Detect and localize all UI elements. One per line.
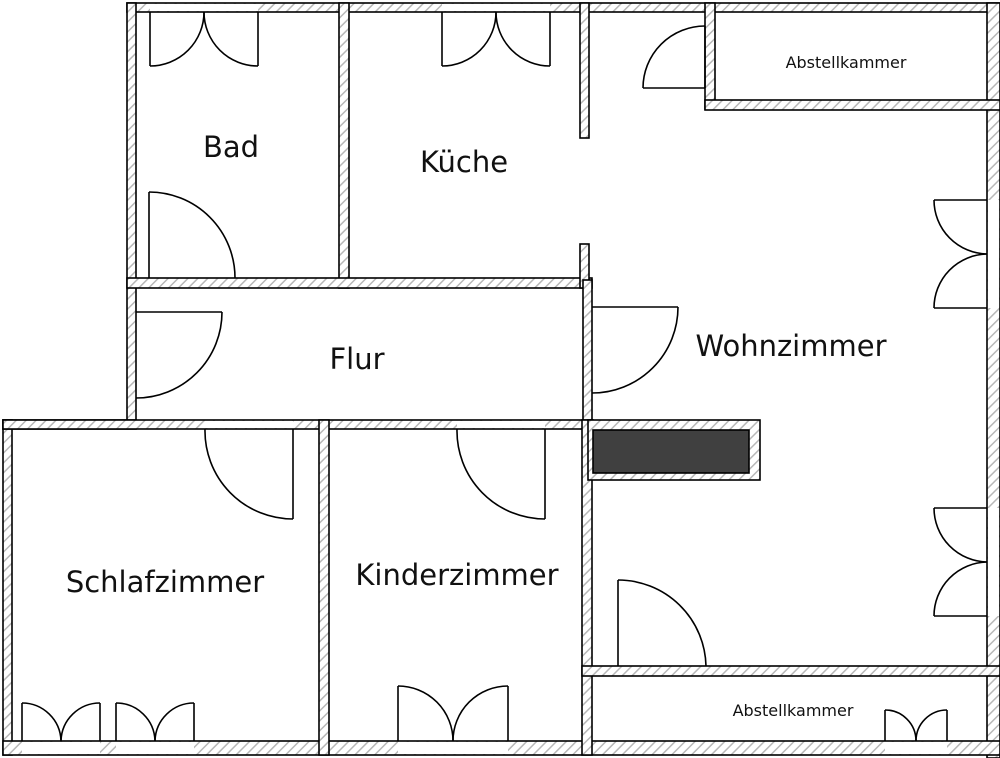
openings xyxy=(22,4,999,754)
schlaf-door-symbol xyxy=(204,428,294,520)
opening-kinder-window xyxy=(398,742,508,754)
wall-above-flur xyxy=(126,277,593,289)
opening-schlaf-door xyxy=(205,421,293,428)
room-label-flur: Flur xyxy=(329,342,384,376)
wohn-door-symbol xyxy=(591,306,679,394)
wall-outer-right xyxy=(986,2,1000,758)
kueche-window-symbol xyxy=(441,11,551,67)
wall-kueche-right-stub xyxy=(579,2,590,139)
opening-bad-window xyxy=(150,4,258,11)
schlaf-window-2-symbol xyxy=(115,702,195,742)
opening-wohn-window-top xyxy=(988,200,999,308)
wall-schlaf-kinder xyxy=(318,419,330,756)
room-label-abstellkammer-bottom: Abstellkammer xyxy=(733,701,854,720)
bad-window-symbol xyxy=(149,11,259,67)
abstell-window-symbol xyxy=(884,709,948,742)
opening-schlaf-window-1 xyxy=(22,742,100,754)
doors xyxy=(21,11,988,742)
room-label-bad: Bad xyxy=(203,130,259,164)
abstell-bottom-door-symbol xyxy=(617,579,707,667)
wall-abstell-top-bottom xyxy=(704,99,1000,111)
opening-abstell-window xyxy=(885,742,947,754)
wall-abstell-top-left xyxy=(704,2,716,110)
flur-door-symbol xyxy=(135,311,223,399)
room-label-kinderzimmer: Kinderzimmer xyxy=(355,558,558,592)
chimney xyxy=(592,429,750,474)
bad-door-symbol xyxy=(148,191,236,279)
wohn-window-bottom-symbol xyxy=(933,507,988,617)
room-label-abstellkammer-top: Abstellkammer xyxy=(786,53,907,72)
wall-abstell-bottom-top xyxy=(581,665,1000,677)
abstell-top-door-symbol xyxy=(642,25,706,89)
room-label-kueche: Küche xyxy=(420,145,508,179)
room-label-wohnzimmer: Wohnzimmer xyxy=(695,329,886,363)
wall-bad-kueche xyxy=(338,2,350,289)
room-labels: Bad Küche Flur Wohnzimmer Schlafzimmer K… xyxy=(66,53,907,720)
wall-kinder-wohn xyxy=(581,419,593,756)
opening-kueche-window xyxy=(442,4,550,11)
wall-outer-left-lower xyxy=(2,419,13,756)
kinder-door-symbol xyxy=(456,428,546,520)
wohn-window-top-symbol xyxy=(933,199,988,309)
opening-kinder-door xyxy=(457,421,545,428)
kinder-window-symbol xyxy=(397,685,509,742)
opening-schlaf-window-2 xyxy=(116,742,194,754)
opening-wohn-window-bottom xyxy=(988,508,999,616)
wall-outer-left-upper xyxy=(126,2,137,429)
wall-flur-right xyxy=(582,279,593,429)
schlaf-window-1-symbol xyxy=(21,702,101,742)
room-label-schlafzimmer: Schlafzimmer xyxy=(66,565,264,599)
